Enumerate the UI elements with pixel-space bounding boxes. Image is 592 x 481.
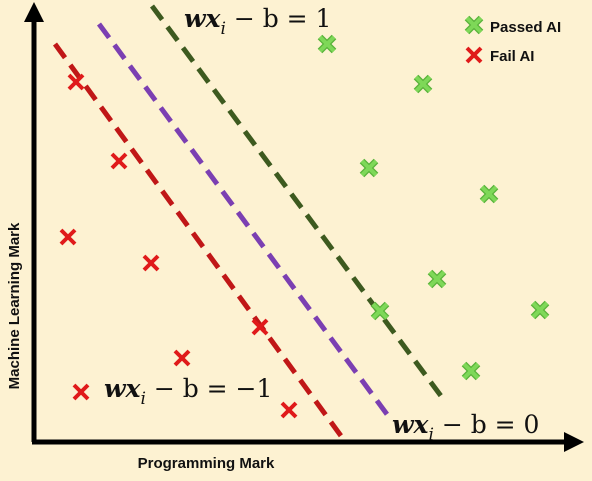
failed-point-marker [280, 401, 298, 419]
passed-markers [317, 34, 550, 381]
failed-point-marker [142, 254, 160, 272]
passed-point-marker [479, 184, 499, 204]
passed-point-marker [461, 361, 481, 381]
axes [24, 2, 584, 452]
failed-point-marker [110, 152, 128, 170]
decision-boundary-line [96, 22, 392, 419]
y-axis-arrowhead [24, 2, 44, 22]
positive-margin-equation: wxi − b = 1 [184, 4, 331, 39]
failed-point-marker [173, 349, 191, 367]
fail-x-icon [465, 46, 483, 64]
failed-markers [59, 73, 298, 419]
passed-point-marker [427, 269, 447, 289]
passed-point-marker [530, 300, 550, 320]
legend: Passed AI Fail AI [464, 15, 561, 65]
negative-margin-equation: wxi − b = −1 [104, 374, 272, 409]
x-axis-arrowhead [564, 432, 584, 452]
decision-boundary-equation: wxi − b = 0 [392, 410, 539, 445]
failed-point-marker [72, 383, 90, 401]
pass-x-icon [464, 15, 484, 35]
legend-fail-x [465, 46, 483, 64]
positive-margin-line [149, 4, 444, 398]
x-axis-label: Programming Mark [138, 455, 275, 472]
negative-margin-line [52, 42, 347, 442]
y-axis-label: Machine Learning Mark [6, 222, 23, 389]
failed-point-marker [251, 318, 269, 336]
passed-point-marker [317, 34, 337, 54]
legend-pass-x [464, 15, 484, 35]
legend-label-failed: Fail AI [490, 48, 534, 65]
failed-point-marker [59, 228, 77, 246]
passed-point-marker [370, 301, 390, 321]
passed-point-marker [359, 158, 379, 178]
passed-point-marker [413, 74, 433, 94]
legend-label-passed: Passed AI [490, 19, 561, 36]
failed-point-marker [67, 73, 85, 91]
